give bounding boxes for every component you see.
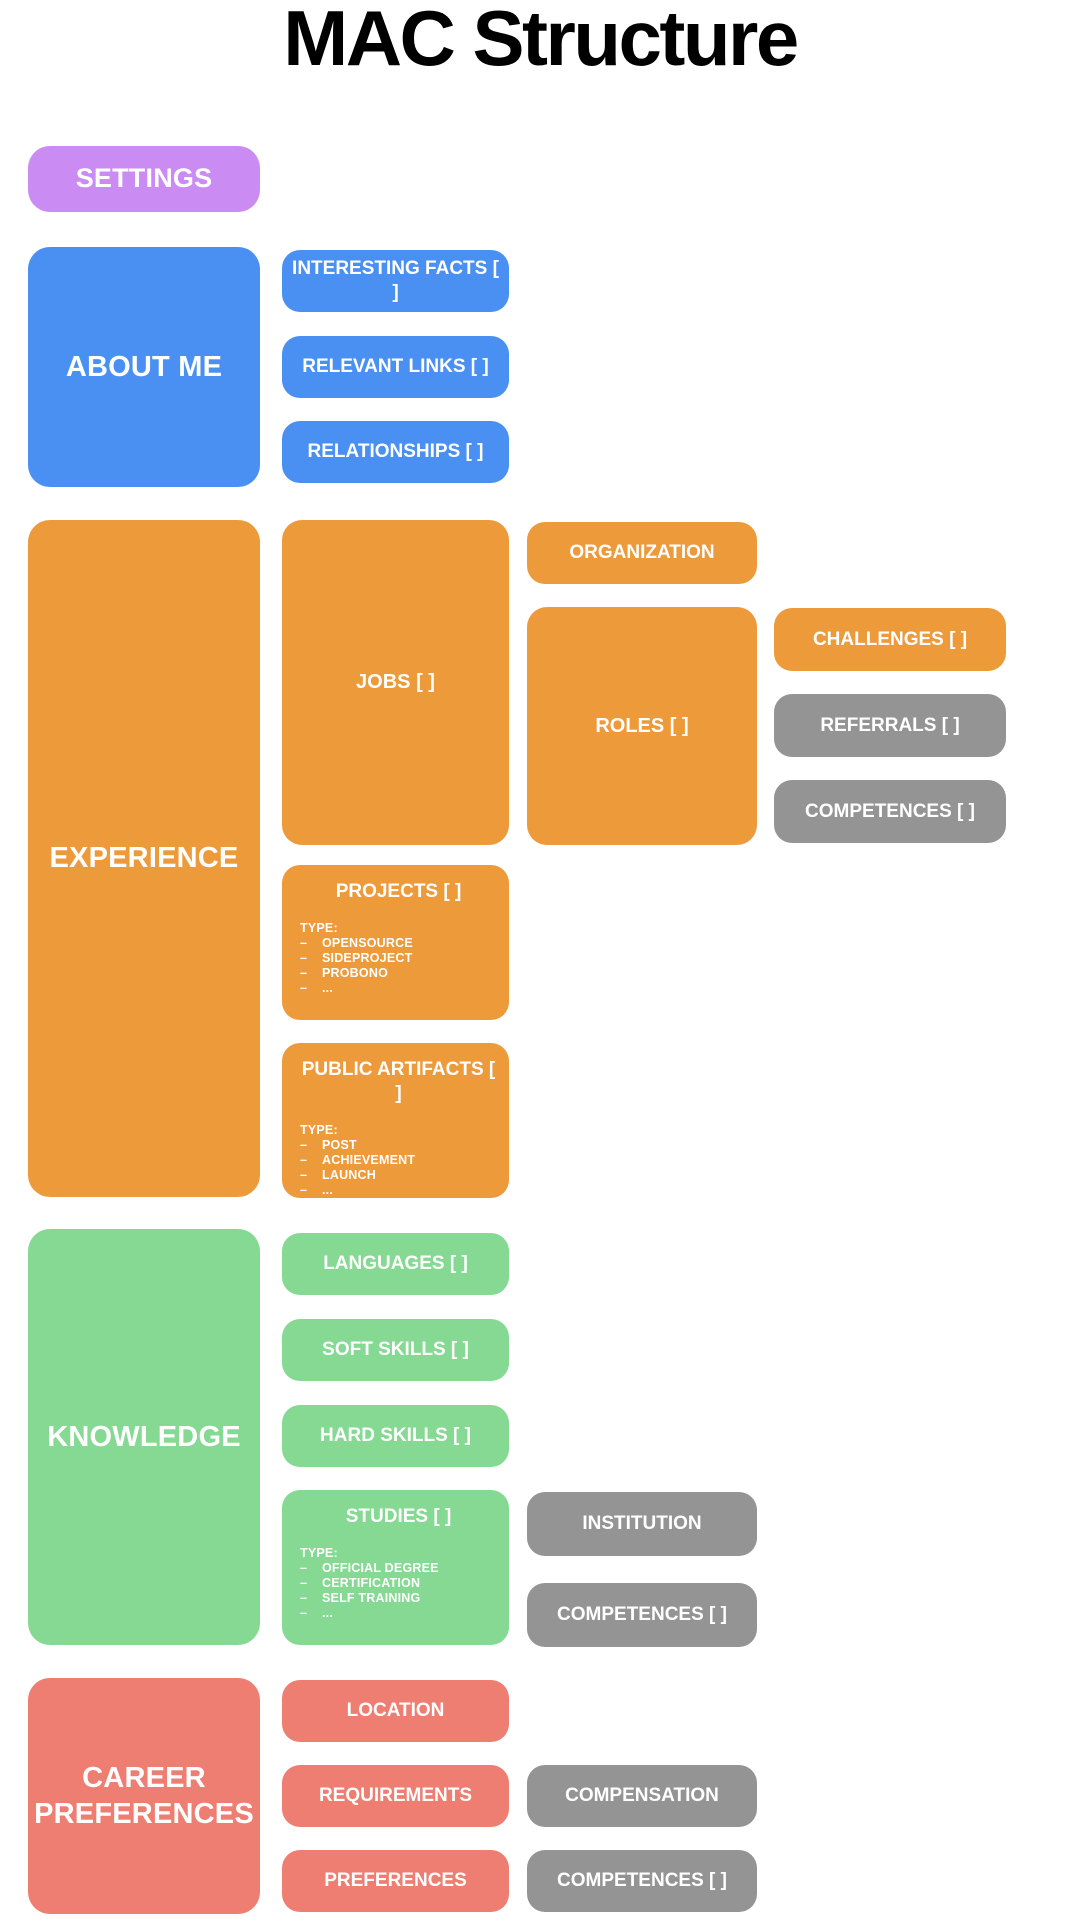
list-item: –LAUNCH xyxy=(300,1168,497,1183)
public-artifacts-node: PUBLIC ARTIFACTS [ ] TYPE: –POST –ACHIEV… xyxy=(282,1043,509,1198)
interesting-facts-node: INTERESTING FACTS [ ] xyxy=(282,250,509,312)
dash-bullet: – xyxy=(300,1167,308,1182)
list-item-label: SELF TRAINING xyxy=(322,1590,421,1605)
relationships-node: RELATIONSHIPS [ ] xyxy=(282,421,509,483)
projects-node: PROJECTS [ ] TYPE: –OPENSOURCE –SIDEPROJ… xyxy=(282,865,509,1020)
studies-competences-node: COMPETENCES [ ] xyxy=(527,1583,757,1647)
jobs-node: JOBS [ ] xyxy=(282,520,509,845)
public-artifacts-type-list: TYPE: –POST –ACHIEVEMENT –LAUNCH –... xyxy=(300,1123,497,1198)
list-item-label: OPENSOURCE xyxy=(322,935,413,950)
dash-bullet: – xyxy=(300,1605,308,1620)
list-item: –OFFICIAL DEGREE xyxy=(300,1561,497,1576)
settings-node: SETTINGS xyxy=(28,146,260,212)
compensation-label: COMPENSATION xyxy=(565,1785,719,1807)
type-list-header: TYPE: xyxy=(300,1122,338,1137)
dash-bullet: – xyxy=(300,1152,308,1167)
list-item: –... xyxy=(300,1183,497,1198)
settings-label: SETTINGS xyxy=(75,163,213,194)
about-me-label: ABOUT ME xyxy=(65,350,223,383)
dash-bullet: – xyxy=(300,1590,308,1605)
studies-node: STUDIES [ ] TYPE: –OFFICIAL DEGREE –CERT… xyxy=(282,1490,509,1645)
compensation-node: COMPENSATION xyxy=(527,1765,757,1827)
projects-label: PROJECTS [ ] xyxy=(335,881,462,902)
roles-label: ROLES [ ] xyxy=(595,714,689,737)
list-item-label: LAUNCH xyxy=(322,1167,376,1182)
preferences-label: PREFERENCES xyxy=(324,1870,467,1892)
challenges-node: CHALLENGES [ ] xyxy=(774,608,1006,671)
location-node: LOCATION xyxy=(282,1680,509,1742)
dash-bullet: – xyxy=(300,965,308,980)
list-item: –... xyxy=(300,1606,497,1621)
jobs-label: JOBS [ ] xyxy=(356,671,435,693)
requirements-node: REQUIREMENTS xyxy=(282,1765,509,1827)
preferences-competences-label: COMPETENCES [ ] xyxy=(557,1870,727,1892)
dash-bullet: – xyxy=(300,980,308,995)
public-artifacts-label: PUBLIC ARTIFACTS [ ] xyxy=(301,1059,496,1104)
list-item: –... xyxy=(300,981,497,996)
roles-competences-node: COMPETENCES [ ] xyxy=(774,780,1006,843)
dash-bullet: – xyxy=(300,950,308,965)
list-item: –ACHIEVEMENT xyxy=(300,1153,497,1168)
experience-node: EXPERIENCE xyxy=(28,520,260,1197)
languages-label: LANGUAGES [ ] xyxy=(323,1253,468,1275)
experience-label: EXPERIENCE xyxy=(49,842,239,875)
career-preferences-label: CAREER PREFERENCES xyxy=(34,1761,254,1830)
list-item: –CERTIFICATION xyxy=(300,1576,497,1591)
list-item-label: ACHIEVEMENT xyxy=(322,1152,416,1167)
dash-bullet: – xyxy=(300,1575,308,1590)
list-item-label: SIDEPROJECT xyxy=(322,950,413,965)
referrals-node: REFERRALS [ ] xyxy=(774,694,1006,757)
type-list-header: TYPE: xyxy=(300,1545,338,1560)
list-item-label: CERTIFICATION xyxy=(322,1575,421,1590)
challenges-label: CHALLENGES [ ] xyxy=(812,628,968,650)
projects-type-list: TYPE: –OPENSOURCE –SIDEPROJECT –PROBONO … xyxy=(300,921,497,996)
relationships-label: RELATIONSHIPS [ ] xyxy=(307,441,484,463)
studies-competences-label: COMPETENCES [ ] xyxy=(557,1604,727,1626)
list-item-label: ... xyxy=(322,980,334,995)
list-item-label: PROBONO xyxy=(322,965,388,980)
page-title: MAC Structure xyxy=(283,0,799,82)
about-me-node: ABOUT ME xyxy=(28,247,260,487)
list-item: –OPENSOURCE xyxy=(300,936,497,951)
studies-label: STUDIES [ ] xyxy=(345,1506,452,1527)
requirements-label: REQUIREMENTS xyxy=(318,1785,473,1807)
list-item: –SIDEPROJECT xyxy=(300,951,497,966)
interesting-facts-label: INTERESTING FACTS [ ] xyxy=(292,258,499,303)
knowledge-node: KNOWLEDGE xyxy=(28,1229,260,1645)
hard-skills-node: HARD SKILLS [ ] xyxy=(282,1405,509,1467)
dash-bullet: – xyxy=(300,1137,308,1152)
soft-skills-label: SOFT SKILLS [ ] xyxy=(322,1339,469,1361)
hard-skills-label: HARD SKILLS [ ] xyxy=(320,1425,471,1447)
dash-bullet: – xyxy=(300,1560,308,1575)
relevant-links-node: RELEVANT LINKS [ ] xyxy=(282,336,509,398)
institution-label: INSTITUTION xyxy=(582,1513,702,1535)
location-label: LOCATION xyxy=(346,1700,445,1722)
dash-bullet: – xyxy=(300,935,308,950)
list-item: –POST xyxy=(300,1138,497,1153)
organization-label: ORGANIZATION xyxy=(569,542,715,564)
knowledge-label: KNOWLEDGE xyxy=(47,1420,241,1453)
roles-competences-label: COMPETENCES [ ] xyxy=(805,800,975,822)
list-item-label: ... xyxy=(322,1182,334,1197)
career-preferences-node: CAREER PREFERENCES xyxy=(28,1678,260,1914)
preferences-node: PREFERENCES xyxy=(282,1850,509,1912)
referrals-label: REFERRALS [ ] xyxy=(820,714,960,736)
institution-node: INSTITUTION xyxy=(527,1492,757,1556)
roles-node: ROLES [ ] xyxy=(527,607,757,845)
languages-node: LANGUAGES [ ] xyxy=(282,1233,509,1295)
list-item-label: POST xyxy=(322,1137,357,1152)
list-item: –SELF TRAINING xyxy=(300,1591,497,1606)
organization-node: ORGANIZATION xyxy=(527,522,757,584)
dash-bullet: – xyxy=(300,1182,308,1197)
type-list-header: TYPE: xyxy=(300,920,338,935)
list-item-label: OFFICIAL DEGREE xyxy=(322,1560,439,1575)
preferences-competences-node: COMPETENCES [ ] xyxy=(527,1850,757,1912)
list-item: –PROBONO xyxy=(300,966,497,981)
relevant-links-label: RELEVANT LINKS [ ] xyxy=(302,356,489,378)
soft-skills-node: SOFT SKILLS [ ] xyxy=(282,1319,509,1381)
studies-type-list: TYPE: –OFFICIAL DEGREE –CERTIFICATION –S… xyxy=(300,1546,497,1621)
list-item-label: ... xyxy=(322,1605,334,1620)
